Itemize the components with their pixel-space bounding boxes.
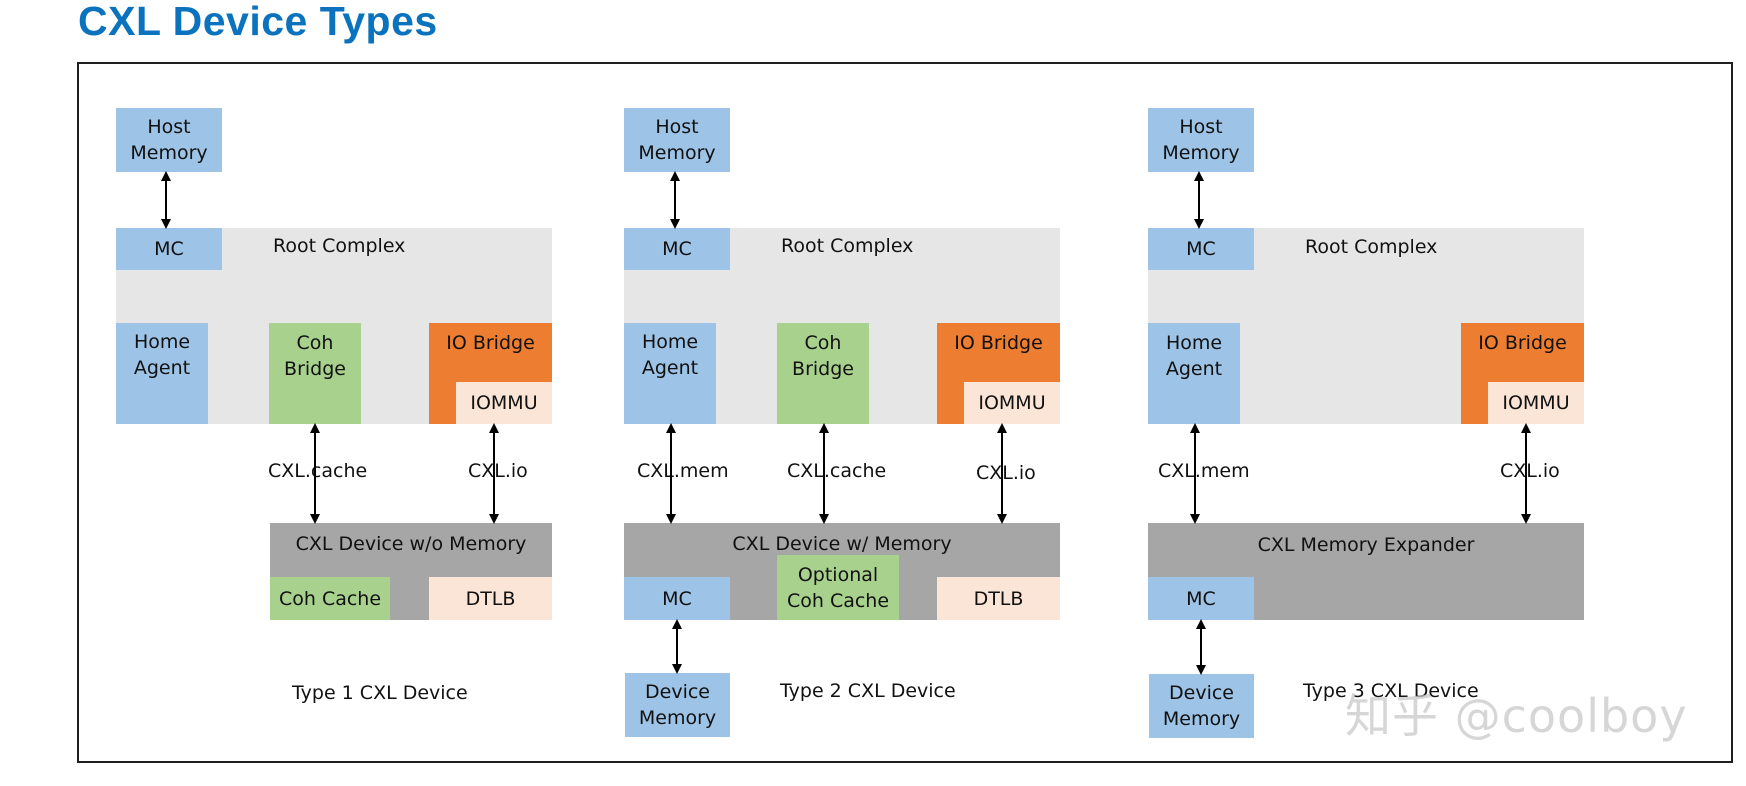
type2-cxl-mem-label: CXL.mem [637, 460, 729, 482]
type1-dtlb: DTLB [429, 577, 552, 620]
type1-host-memory: Host Memory [116, 108, 222, 172]
type2-root-complex-label: Root Complex [781, 235, 914, 257]
type2-device-mc: MC [624, 577, 730, 620]
type1-caption: Type 1 CXL Device [292, 682, 468, 704]
watermark: 知乎 @coolboy [1345, 689, 1688, 743]
type2-device-memory: Device Memory [625, 673, 730, 737]
type3-host-memory: Host Memory [1148, 108, 1254, 172]
type2-mc: MC [624, 228, 730, 270]
type1-iommu: IOMMU [456, 382, 552, 424]
type1-root-complex-label: Root Complex [273, 235, 406, 257]
type2-home-agent: Home Agent [624, 323, 716, 424]
type2-dtlb: DTLB [937, 577, 1060, 620]
type1-home-agent: Home Agent [116, 323, 208, 424]
page-title: CXL Device Types [78, 0, 438, 44]
type3-caption: Type 3 CXL Device [1303, 680, 1479, 702]
type2-caption: Type 2 CXL Device [780, 680, 956, 702]
type2-optional-coh-cache: Optional Coh Cache [777, 555, 899, 620]
type3-root-complex-label: Root Complex [1305, 236, 1438, 258]
type2-host-memory: Host Memory [624, 108, 730, 172]
type2-cxl-cache-label: CXL.cache [787, 460, 887, 482]
type3-iommu: IOMMU [1488, 382, 1584, 424]
type1-coh-cache: Coh Cache [270, 577, 390, 620]
type1-coh-bridge: Coh Bridge [269, 323, 361, 424]
type3-device-memory: Device Memory [1149, 674, 1254, 738]
diagram-frame [77, 62, 1733, 763]
type3-home-agent: Home Agent [1148, 323, 1240, 424]
type1-mc: MC [116, 228, 222, 270]
type3-mc: MC [1148, 228, 1254, 270]
type3-cxl-mem-label: CXL.mem [1158, 460, 1250, 482]
type2-coh-bridge: Coh Bridge [777, 323, 869, 424]
type3-device-mc: MC [1148, 577, 1254, 620]
type2-iommu: IOMMU [964, 382, 1060, 424]
